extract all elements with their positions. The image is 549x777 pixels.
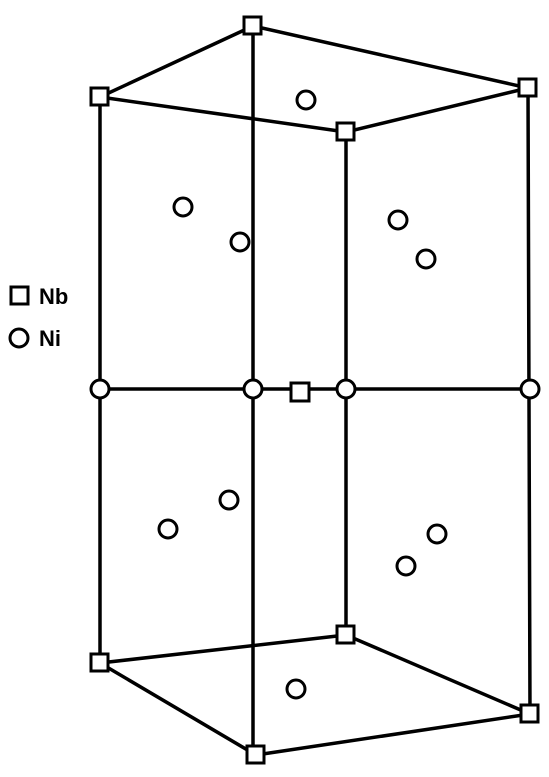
ni-atom-circle xyxy=(172,196,194,218)
legend: Nb Ni xyxy=(8,284,68,351)
legend-circle-marker xyxy=(8,327,30,349)
nb-atom-square xyxy=(519,703,540,724)
ni-atom-circle xyxy=(157,518,179,540)
legend-item-nb: Nb xyxy=(9,284,68,309)
ni-atom-circle xyxy=(426,523,448,545)
edge-bottom-front-right xyxy=(254,712,532,757)
ni-atom-circle xyxy=(415,248,437,270)
nb-atom-square xyxy=(335,624,356,645)
legend-label-ni: Ni xyxy=(39,326,61,351)
edge-top-back-left xyxy=(98,24,255,99)
nb-atoms xyxy=(89,15,540,765)
legend-square-marker xyxy=(9,285,30,306)
ni-atom-circle xyxy=(89,378,111,400)
nb-atom-square xyxy=(289,381,311,403)
nb-atom-square xyxy=(89,86,110,107)
ni-atom-circle xyxy=(285,678,307,700)
nb-atom-square xyxy=(517,77,538,98)
edge-top-back-right xyxy=(251,24,530,90)
ni-atom-circle xyxy=(519,378,541,400)
ni-atom-circle xyxy=(242,378,264,400)
edge-bottom-front-left xyxy=(98,661,258,757)
ni-atom-circle xyxy=(395,555,417,577)
ni-atom-circle xyxy=(335,378,357,400)
legend-item-ni: Ni xyxy=(8,326,61,351)
edge-vertical-right xyxy=(526,86,532,716)
edge-top-front-right xyxy=(344,86,530,134)
nb-atom-square xyxy=(242,15,263,36)
cell-edges xyxy=(98,24,532,757)
edge-bottom-back-left xyxy=(98,633,348,665)
ni-atom-circle xyxy=(387,209,409,231)
ni-atom-circle xyxy=(218,489,240,511)
nb-atom-square xyxy=(335,121,356,142)
ni-atom-circle xyxy=(295,89,317,111)
ni-atom-circle xyxy=(229,231,251,253)
nb-atom-square xyxy=(245,744,266,765)
edge-top-front-left xyxy=(98,95,348,134)
nb-atom-square xyxy=(89,652,110,673)
ni-atoms xyxy=(89,89,541,700)
edge-bottom-back-right xyxy=(344,633,532,716)
legend-label-nb: Nb xyxy=(39,284,68,309)
